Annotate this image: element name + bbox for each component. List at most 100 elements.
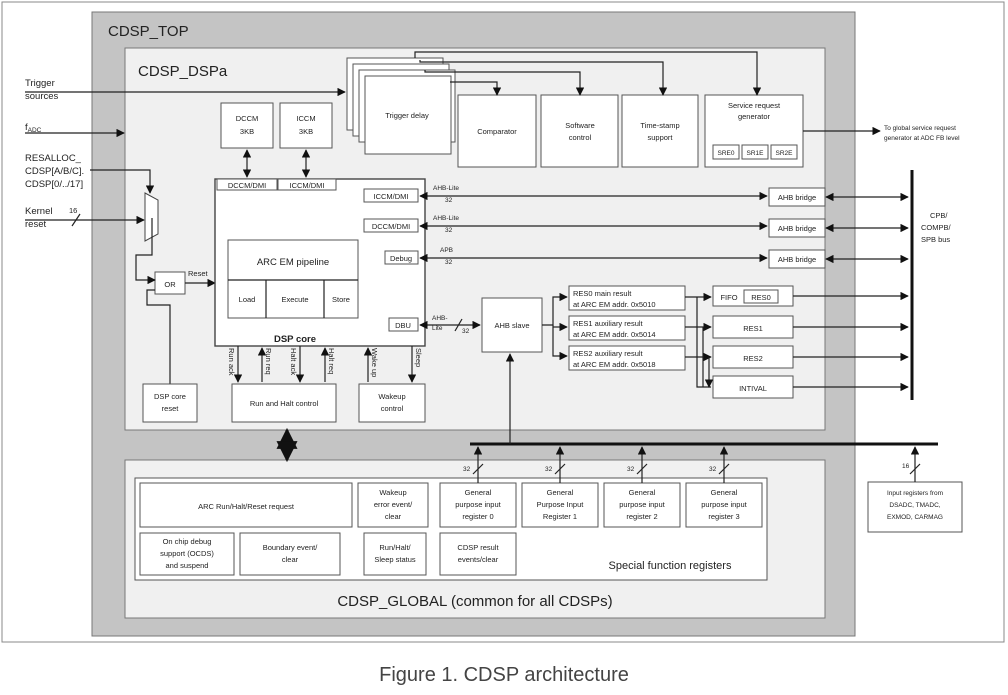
iccm-size: 3KB xyxy=(299,127,313,136)
slave-to-res0 xyxy=(542,292,568,326)
ahb-lite-1-label: AHB-Lite xyxy=(433,185,459,192)
arc-em-pipeline xyxy=(227,239,359,319)
gp1-2: Purpose Input xyxy=(537,500,585,509)
ahb-lite-3-label-1: AHB- xyxy=(432,315,448,322)
gp0-slash xyxy=(472,463,484,475)
sre0-label: SRE0 xyxy=(718,150,735,157)
port-dccm-dmi-label: DCCM/DMI xyxy=(372,222,410,231)
fadc-label: fADC xyxy=(25,122,42,134)
ahb-lite-2-label: AHB-Lite xyxy=(433,215,459,222)
stage-store: Store xyxy=(332,295,350,304)
software-control-1: Software xyxy=(565,121,595,130)
gp-register-taps: 32 32 32 32 xyxy=(463,446,730,483)
or-label: OR xyxy=(164,280,176,289)
gp2-1: General xyxy=(629,488,656,497)
boundary-box xyxy=(239,532,341,576)
sig-halt-req: Halt req xyxy=(327,348,336,374)
gp2-slash xyxy=(636,463,648,475)
service-output-1: To global service request xyxy=(884,125,956,132)
ahb-slave-label: AHB slave xyxy=(494,321,529,330)
res1-line-2: at ARC EM addr. 0x5014 xyxy=(573,330,656,339)
core-signals: Run ack Run req Halt ack Halt req Wake u… xyxy=(227,346,423,383)
timestamp-box xyxy=(621,94,699,168)
software-control-box xyxy=(540,94,619,168)
ahb-bridge-2 xyxy=(768,218,826,238)
port-dccm-dmi xyxy=(363,218,419,233)
ahb-bridge-3 xyxy=(768,249,826,269)
figure-caption: Figure 1. CDSP architecture xyxy=(379,664,629,686)
trigger-delay-label: Trigger delay xyxy=(385,111,429,120)
dccm-label: DCCM xyxy=(236,114,259,123)
gp2-width: 32 xyxy=(627,466,635,473)
dsp-core-reset-1: DSP core xyxy=(154,392,186,401)
res2-result-box xyxy=(568,345,686,371)
fifo-label: FIFO xyxy=(720,293,737,302)
stage-execute: Execute xyxy=(281,295,308,304)
gp-register-3-box xyxy=(685,482,763,528)
mux-to-or-line xyxy=(135,218,156,285)
core-iccm-dmi xyxy=(277,178,337,191)
service-request-2: generator xyxy=(738,112,771,121)
iccm-box xyxy=(279,102,333,149)
res1-line-1: RES1 auxiliary result xyxy=(573,319,644,328)
timestamp-1: Time-stamp xyxy=(640,121,679,130)
arc-request-box xyxy=(139,482,353,528)
cpb-label-1: CPB/ xyxy=(930,211,948,220)
slave-to-res2 xyxy=(552,325,568,361)
apb-width: 32 xyxy=(445,259,453,266)
cpb-label-3: SPB bus xyxy=(921,235,950,244)
kernel-width: 16 xyxy=(69,206,77,215)
dccm-size: 3KB xyxy=(240,127,254,136)
resalloc-label-1: RESALLOC_ xyxy=(25,153,82,164)
gp-register-0-box xyxy=(439,482,517,528)
res0-reg-label: RES0 xyxy=(751,293,771,302)
dsp-core-reset-2: reset xyxy=(162,404,180,413)
port-debug-label: Debug xyxy=(390,254,412,263)
wakeup-control-2: control xyxy=(381,404,404,413)
run-halt-control xyxy=(231,383,337,423)
kernel-label-2: reset xyxy=(25,219,46,230)
gp2-2: purpose input xyxy=(619,500,665,509)
port-dbu xyxy=(388,317,419,332)
res2-line-1: RES2 auxiliary result xyxy=(573,349,644,358)
cpb-label-2: COMPB/ xyxy=(921,223,952,232)
result-events-1: CDSP result xyxy=(457,543,499,552)
stage-load: Load xyxy=(239,295,256,304)
run-halt-status-box xyxy=(363,532,427,576)
gp0-1: General xyxy=(465,488,492,497)
intival-label: INTIVAL xyxy=(739,384,767,393)
apb-label: APB xyxy=(440,247,453,254)
arc-request-label: ARC Run/Halt/Reset request xyxy=(198,502,295,511)
res1-result-box xyxy=(568,315,686,341)
core-reset-to-or-line xyxy=(146,289,171,384)
input-labels: Trigger sources fADC RESALLOC_ CDSP[A/B/… xyxy=(25,78,84,230)
fadc-main: f xyxy=(25,122,28,133)
ahb-bridge-1-label: AHB bridge xyxy=(778,193,816,202)
gp2-3: register 2 xyxy=(626,512,657,521)
ahb-lite-3-label-2: Lite xyxy=(432,325,443,332)
gp3-slash xyxy=(718,463,730,475)
gp3-width: 32 xyxy=(709,466,717,473)
ahb-bridge-3-label: AHB bridge xyxy=(778,255,816,264)
sig-halt-ack: Halt ack xyxy=(289,348,298,375)
ocds-box xyxy=(139,532,235,576)
resalloc-label-2: CDSP[A/B/C]. xyxy=(25,166,84,177)
sr1e-box xyxy=(741,144,769,160)
run-halt-status-1: Run/Halt/ xyxy=(379,543,411,552)
run-halt-status-2: Sleep status xyxy=(374,555,416,564)
cdsp-dspa-title: CDSP_DSPa xyxy=(138,63,228,80)
wakeup-control-1: Wakeup xyxy=(378,392,405,401)
kernel-slash xyxy=(71,213,81,227)
trigger-to-software-line xyxy=(424,70,585,96)
sr2e-box xyxy=(770,144,798,160)
trigger-label-2: sources xyxy=(25,91,59,102)
res2-line-2: at ARC EM addr. 0x5018 xyxy=(573,360,656,369)
port-debug xyxy=(384,250,419,265)
gp1-slash xyxy=(554,463,566,475)
input-registers-2: DSADC, TMADC, xyxy=(889,502,940,509)
trigger-to-comparator-line xyxy=(450,81,502,96)
sig-sleep: Sleep xyxy=(414,348,423,367)
resalloc-line xyxy=(90,169,155,194)
sr2e-label: SR2E xyxy=(776,150,794,157)
wakeup-event-3: clear xyxy=(385,512,402,521)
